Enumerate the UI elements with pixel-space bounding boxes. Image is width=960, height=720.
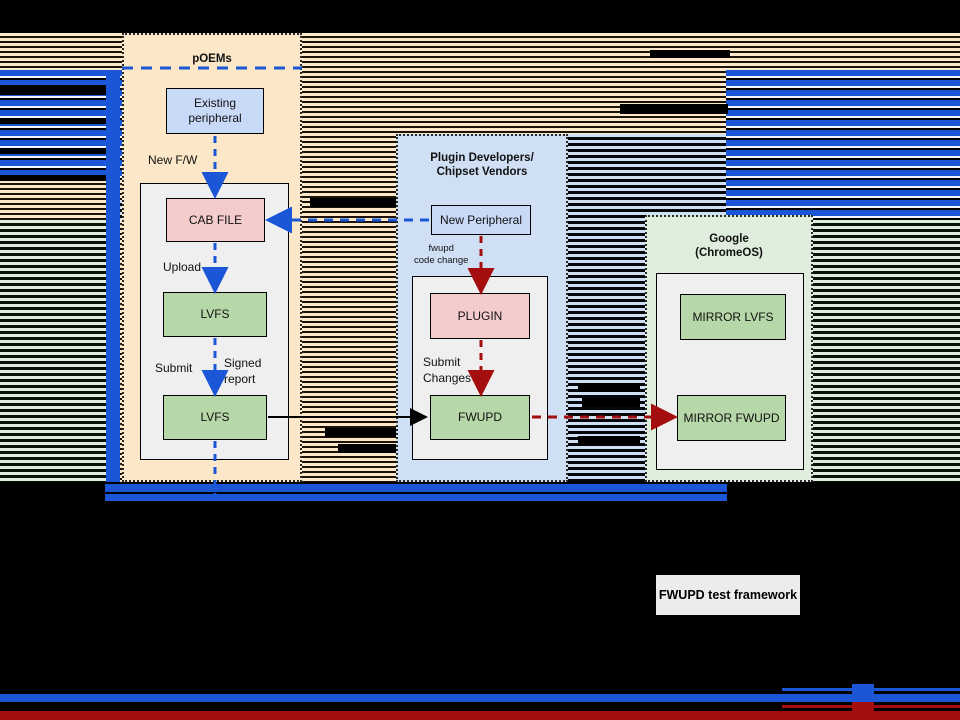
artifact-band-right — [726, 70, 960, 220]
legend-swatch-red-line — [0, 711, 960, 720]
node-fwupd[interactable]: FWUPD — [430, 395, 530, 440]
node-fwupd-label: FWUPD — [458, 410, 502, 424]
artifact-smear — [620, 104, 728, 114]
node-existing-peripheral[interactable]: Existing peripheral — [166, 88, 264, 134]
legend-swatch-blue-line — [0, 694, 960, 702]
artifact-band-right — [726, 33, 960, 70]
edge-label-fwupd-code-change: fwupd code change — [414, 243, 469, 266]
edge-label-signed-report: Signed report — [224, 356, 262, 386]
artifact-smear — [0, 85, 106, 95]
node-lvfs-lower-label: LVFS — [200, 410, 230, 424]
edge-label-upload: Upload — [163, 260, 202, 274]
node-new-peripheral[interactable]: New Peripheral — [431, 205, 531, 235]
artifact-smear — [325, 428, 397, 437]
edge-label-submit-changes: Submit Changes — [423, 355, 472, 385]
group-poems-title: pOEMs — [192, 53, 232, 65]
node-mirror-fwupd-label: MIRROR FWUPD — [683, 410, 780, 425]
artifact-band — [0, 0, 960, 33]
artifact-band — [0, 482, 960, 720]
legend-swatch-red-marker — [852, 702, 874, 714]
group-google-title: Google (ChromeOS) — [695, 233, 763, 259]
group-plugin-devs-title: Plugin Developers/ Chipset Vendors — [430, 152, 534, 178]
node-mirror-lvfs-label: MIRROR LVFS — [692, 309, 774, 324]
legend-fwupd-test-framework-label: FWUPD test framework — [658, 588, 798, 602]
artifact-smear — [0, 148, 106, 154]
artifact-smear — [578, 383, 640, 392]
artifact-bottom-bar — [105, 494, 727, 501]
node-mirror-fwupd[interactable]: MIRROR FWUPD — [677, 395, 786, 441]
node-mirror-lvfs[interactable]: MIRROR LVFS — [680, 294, 786, 340]
node-plugin[interactable]: PLUGIN — [430, 293, 530, 339]
edge-label-new-fw: New F/W — [148, 153, 198, 167]
node-cab-file-label: CAB FILE — [188, 212, 243, 227]
node-lvfs-upper-label: LVFS — [200, 307, 230, 321]
artifact-band-right — [813, 220, 960, 482]
artifact-smear — [582, 398, 640, 407]
artifact-smear — [650, 50, 730, 58]
artifact-band-left — [0, 200, 106, 482]
artifact-blue-column — [106, 70, 120, 482]
edge-label-submit: Submit — [155, 361, 193, 375]
legend-fwupd-test-framework[interactable]: FWUPD test framework — [656, 575, 800, 615]
node-new-peripheral-label: New Peripheral — [439, 212, 523, 227]
artifact-band-left — [0, 220, 106, 482]
artifact-smear — [0, 118, 106, 124]
artifact-smear — [338, 444, 398, 453]
node-cab-file[interactable]: CAB FILE — [166, 198, 265, 242]
node-plugin-label: PLUGIN — [457, 308, 503, 323]
artifact-smear — [0, 175, 106, 181]
artifact-bottom-bar — [105, 484, 727, 492]
artifact-smear — [310, 198, 398, 207]
artifact-smear — [578, 436, 640, 445]
node-existing-peripheral-label: Existing peripheral — [188, 96, 242, 125]
node-lvfs-upper[interactable]: LVFS — [163, 292, 267, 337]
node-lvfs-lower[interactable]: LVFS — [163, 395, 267, 440]
legend-swatch-blue-marker — [852, 684, 874, 698]
